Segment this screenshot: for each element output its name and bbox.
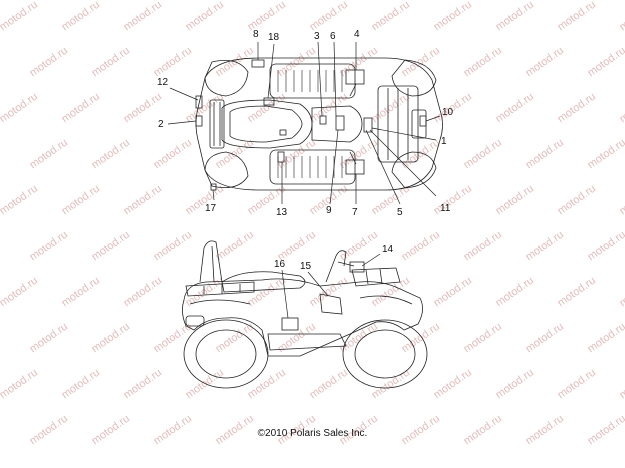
callout-2: 2	[158, 119, 164, 130]
callout-7: 7	[352, 207, 358, 218]
callout-14: 14	[382, 244, 394, 255]
callout-18: 18	[268, 32, 280, 43]
callout-16: 16	[274, 259, 286, 270]
callout-17: 17	[205, 203, 217, 214]
callout-9: 9	[326, 205, 332, 216]
callout-3: 3	[314, 31, 320, 42]
atv-side-view	[182, 240, 428, 389]
callout-11: 11	[440, 203, 451, 214]
callout-12: 12	[157, 77, 169, 88]
callout-4: 4	[354, 29, 360, 40]
callout-15: 15	[300, 261, 312, 272]
callout-10: 10	[442, 107, 454, 118]
leader-lines-side	[281, 253, 381, 319]
callout-6: 6	[330, 31, 336, 42]
callout-8: 8	[253, 29, 259, 40]
leader-lines-top	[167, 41, 441, 205]
copyright-text: ©2010 Polaris Sales Inc.	[257, 428, 368, 439]
callout-13: 13	[276, 207, 288, 218]
callout-1: 1	[441, 136, 447, 147]
callout-5: 5	[397, 207, 403, 218]
atv-top-view	[195, 57, 443, 191]
